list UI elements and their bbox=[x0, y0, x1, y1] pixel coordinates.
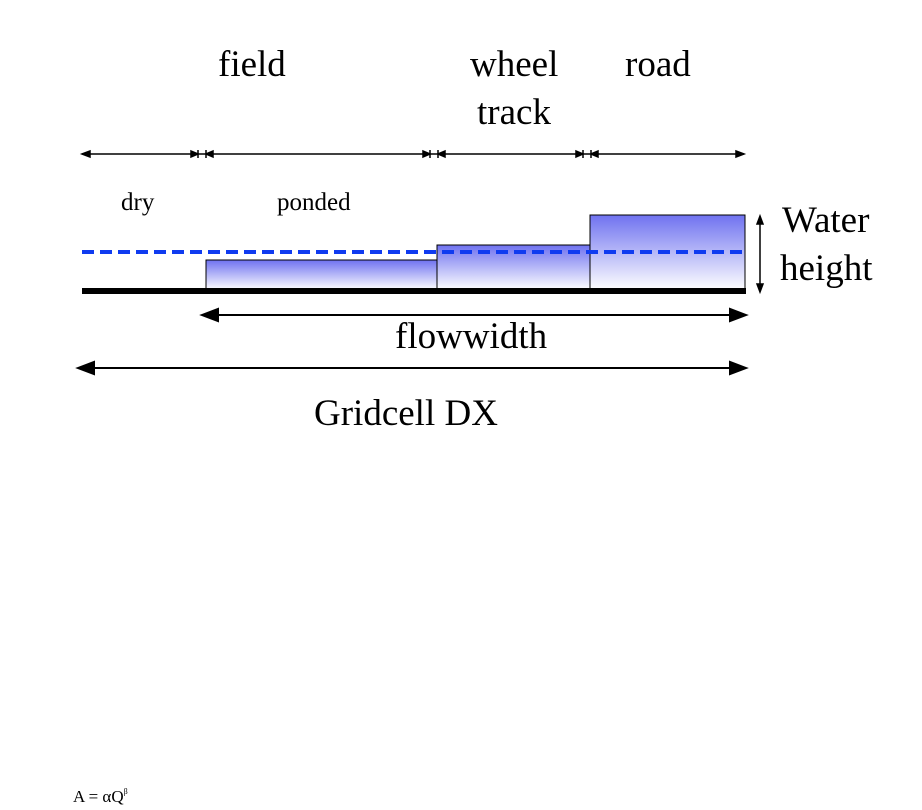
wheel-track-water-block bbox=[436, 244, 591, 291]
label-water-height-line2: height bbox=[780, 248, 873, 289]
label-gridcell: Gridcell DX bbox=[314, 393, 498, 434]
label-water-height-line1: Water bbox=[782, 200, 870, 241]
formula: A = αQβ bbox=[73, 787, 128, 807]
label-ponded: ponded bbox=[277, 189, 351, 216]
label-dry: dry bbox=[121, 189, 155, 216]
ponded-water-block bbox=[205, 259, 438, 291]
flowwidth-arrow bbox=[199, 307, 749, 323]
label-wheel-track-line2: track bbox=[477, 92, 551, 133]
water-height-arrow bbox=[755, 213, 765, 295]
label-road: road bbox=[625, 44, 691, 85]
gridcell-arrow bbox=[75, 360, 749, 376]
formula-lhs: A = αQ bbox=[73, 787, 124, 806]
label-wheel-track-line1: wheel bbox=[470, 44, 559, 85]
label-field: field bbox=[218, 44, 286, 85]
label-flowwidth: flowwidth bbox=[395, 316, 548, 357]
formula-exponent: β bbox=[123, 787, 128, 796]
segment-dimension-line bbox=[79, 149, 747, 159]
